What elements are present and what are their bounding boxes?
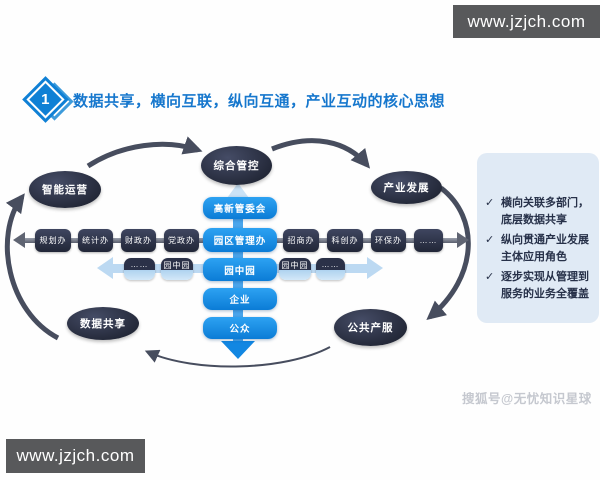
page-title: 数据共享，横向互联，纵向互通，产业互动的核心思想: [73, 93, 446, 110]
check-icon: ✓: [485, 271, 495, 284]
check-icon: ✓: [485, 234, 495, 247]
departments-axis-left-arrow-icon: [13, 232, 25, 248]
watermark-bar-bottom: www.jzjch.com: [6, 439, 145, 473]
node-data-sharing: 数据共享: [67, 307, 139, 340]
arrow-service-to-data: [144, 346, 331, 368]
park-box-more: ……: [124, 258, 155, 280]
department-box: 财政办: [121, 229, 156, 252]
arrow-control-to-industry: [271, 138, 371, 169]
center-box-enterprise: 企业: [203, 288, 277, 310]
key-point-text: 逐步实现从管理到服务的业务全覆盖: [501, 271, 589, 301]
watermark-url-top: www.jzjch.com: [467, 11, 586, 31]
department-box: 科创办: [327, 229, 363, 252]
key-point-item: ✓ 逐步实现从管理到服务的业务全覆盖: [485, 269, 591, 303]
arrow-industry-to-service: [426, 186, 471, 321]
park-box: 园中园: [161, 258, 193, 280]
watermark-bar-top: www.jzjch.com: [453, 5, 600, 38]
park-box: 园中园: [279, 258, 311, 280]
check-icon: ✓: [485, 197, 495, 209]
key-point-item: ✓ 纵向贯通产业发展主体应用角色: [485, 232, 591, 266]
department-box: 党政办: [164, 229, 199, 252]
center-box-park-admin-office: 园区管理办: [203, 228, 277, 252]
center-axis-down-arrow-icon: [221, 341, 255, 359]
node-smart-operation: 智能运营: [29, 171, 101, 208]
departments-axis-right-arrow-icon: [457, 232, 469, 248]
department-box-more: ……: [414, 229, 443, 252]
key-points-panel: ✓ 横向关联多部门，底层数据共享 ✓ 纵向贯通产业发展主体应用角色 ✓ 逐步实现…: [477, 153, 599, 323]
arrow-data-to-smartops: [4, 193, 60, 341]
department-box: 规划办: [35, 229, 71, 252]
key-point-text: 纵向贯通产业发展主体应用角色: [501, 234, 589, 264]
parks-axis-left-arrow-icon: [97, 257, 113, 279]
park-box-more: ……: [316, 258, 345, 280]
key-point-text: 横向关联多部门，底层数据共享: [501, 197, 589, 227]
node-industry-development: 产业发展: [371, 171, 442, 204]
publisher-watermark: 搜狐号@无忧知识星球: [462, 392, 592, 406]
key-point-item: ✓ 横向关联多部门，底层数据共享: [485, 195, 591, 229]
center-box-public: 公众: [203, 317, 277, 339]
center-box-sub-park: 园中园: [203, 258, 277, 281]
node-comprehensive-control: 综合管控: [201, 146, 272, 185]
center-box-management-committee: 高新管委会: [203, 197, 277, 219]
node-public-service: 公共产服: [334, 309, 407, 346]
parks-axis-right-arrow-icon: [367, 257, 383, 279]
watermark-url-bottom: www.jzjch.com: [16, 446, 135, 465]
center-axis-up-arrow-icon: [227, 183, 249, 198]
department-box: 统计办: [78, 229, 113, 252]
section-number: 1: [41, 91, 50, 108]
arrow-smartops-to-control: [86, 136, 203, 169]
department-box: 环保办: [371, 229, 406, 252]
department-box: 招商办: [283, 229, 319, 252]
